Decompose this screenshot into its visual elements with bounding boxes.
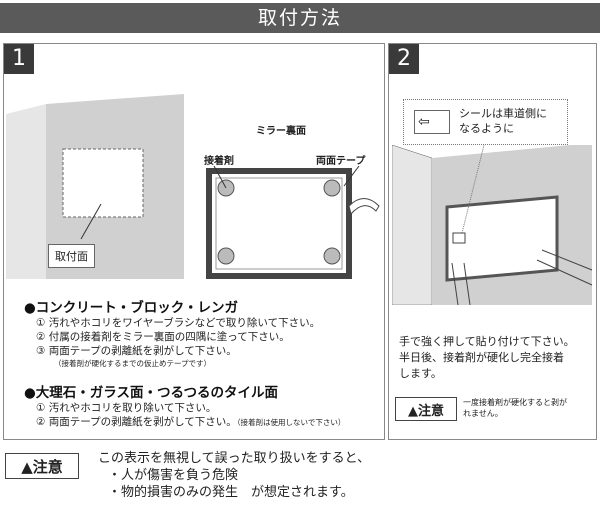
step-number: 1: [4, 44, 34, 74]
instruction-line: 手で強く押して貼り付けて下さい。: [399, 335, 575, 348]
wall-illustration: [6, 94, 184, 279]
step-2-panel: 2 ⇦ シールは車道側に なるように 手で強く押して貼り付けて下さい。 半日後、…: [388, 43, 597, 440]
mirror-back-illustration: [206, 166, 380, 279]
list-item: ② 両面テープの剥離紙を剥がして下さい。: [36, 416, 237, 428]
footer-line: この表示を無視して誤った取り扱いをすると、: [98, 451, 371, 466]
mount-surface-label: 取付面: [48, 244, 95, 268]
page-title: 取付方法: [0, 3, 600, 33]
step-number: 2: [389, 44, 419, 74]
callout-text: なるように: [459, 122, 514, 135]
section-heading: ●コンクリート・ブロック・レンガ: [24, 300, 239, 316]
list-item: ③ 両面テープの剥離紙を剥がして下さい。: [36, 345, 237, 357]
caution-badge: ▲注意: [395, 397, 457, 421]
section-heading: ●大理石・ガラス面・つるつるのタイル面: [24, 385, 278, 401]
note: （接着剤は使用しないで下さい）: [236, 418, 346, 427]
instruction-line: します。: [399, 367, 442, 380]
list-item: ① 汚れやホコリをワイヤーブラシなどで取り除いて下さい。: [36, 317, 321, 329]
footer-line: ・人が傷害を負う危険: [108, 468, 239, 483]
callout-box: ⇦ シールは車道側に なるように: [403, 99, 568, 145]
instruction-line: 半日後、接着剤が硬化し完全接着: [399, 351, 564, 364]
sticker-arrow-icon: ⇦: [414, 110, 450, 134]
footer-line: ・物的損害のみの発生 が想定されます。: [108, 485, 354, 500]
list-item: ① 汚れやホコリを取り除いて下さい。: [36, 402, 217, 414]
step-1-panel: 1 取付面 ミラー裏面 接着剤 両面テープ ●コンクリート・ブロック・レンガ ①…: [3, 43, 385, 440]
footer-caution-badge: ▲注意: [5, 453, 79, 479]
mirror-install-illustration: [392, 145, 593, 305]
tape-label: 両面テープ: [316, 156, 366, 167]
note: （接着剤が硬化するまでの仮止めテープです）: [54, 359, 212, 368]
caution-text: 一度接着剤が硬化すると剥が: [463, 398, 567, 407]
list-item: ② 付属の接着剤をミラー裏面の四隅に塗って下さい。: [36, 331, 290, 343]
caution-text: れません。: [463, 409, 503, 418]
adhesive-label: 接着剤: [204, 156, 234, 167]
mirror-back-label: ミラー裏面: [256, 126, 306, 137]
callout-text: シールは車道側に: [459, 107, 547, 120]
